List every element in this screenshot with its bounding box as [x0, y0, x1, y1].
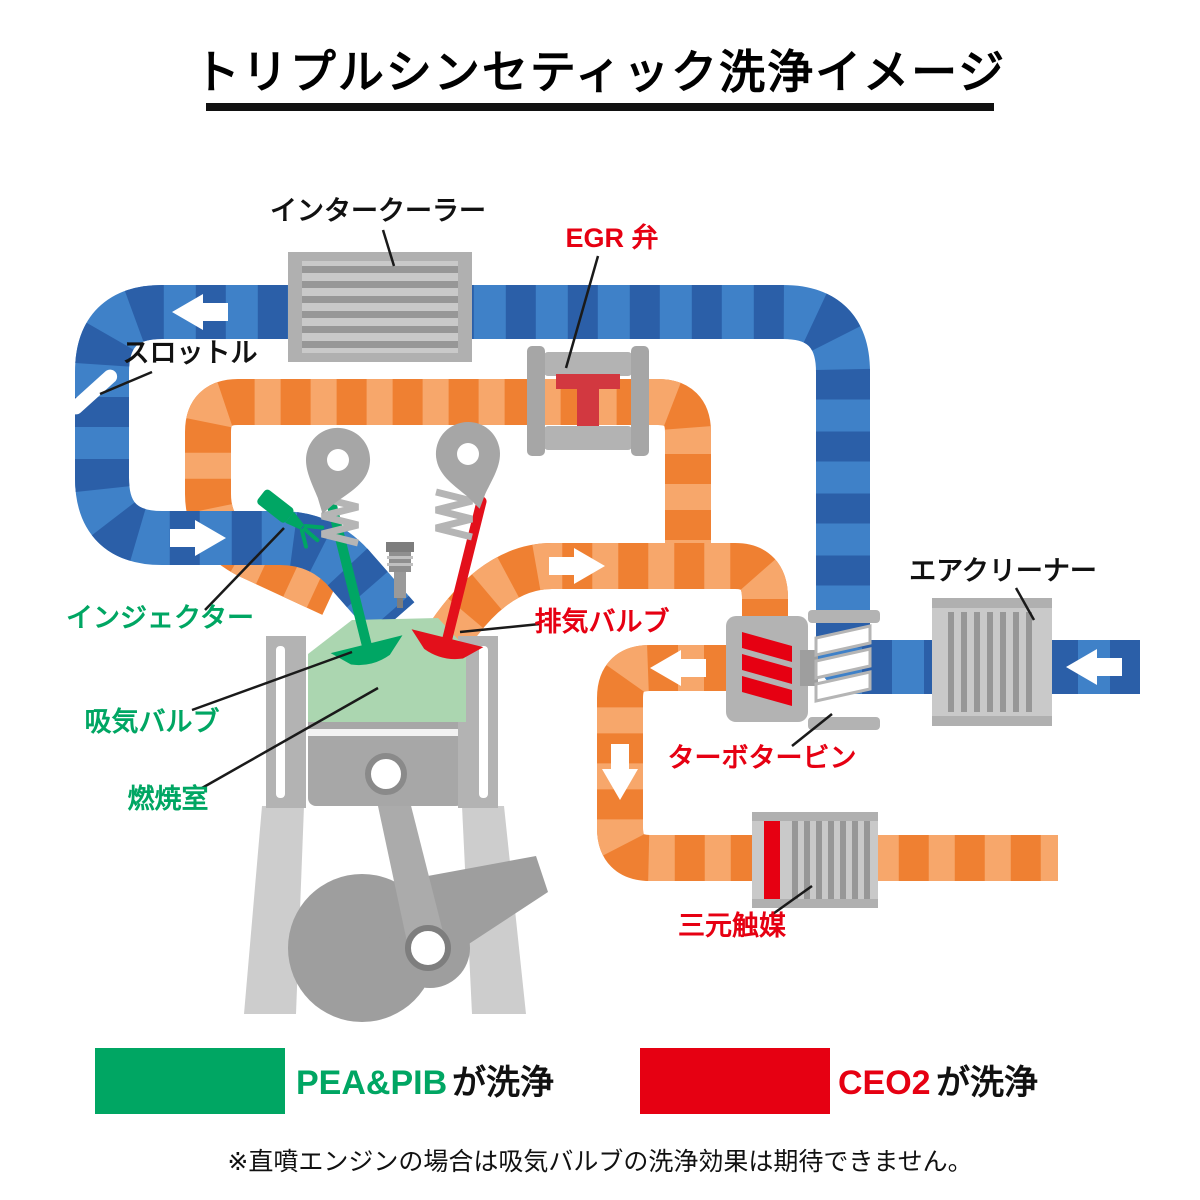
label-throttle: スロットル	[123, 338, 258, 368]
three-way-catalyst	[752, 812, 878, 908]
turbine-wheel	[742, 632, 792, 706]
valve-springs	[321, 488, 473, 547]
label-combustion-chamber: 燃焼室	[128, 783, 209, 814]
cam-lobes	[291, 416, 511, 523]
injector	[257, 489, 325, 549]
air-cleaner-fins	[948, 612, 1032, 712]
label-air-cleaner: エアクリーナー	[909, 556, 1097, 586]
legend-suffix-ceo2: が洗浄	[936, 1064, 1038, 1102]
crankcase-left	[244, 806, 304, 1014]
wrist-pin	[365, 753, 407, 795]
crank-journal	[405, 925, 451, 971]
intercooler-fins	[300, 266, 460, 348]
legend: PEA&PIB が洗浄 CEO2 が洗浄	[95, 1048, 1038, 1114]
spark-plug	[386, 542, 414, 608]
legend-suffix-pea: が洗浄	[452, 1064, 554, 1102]
label-exhaust-valve: 排気バルブ	[535, 606, 670, 637]
catalyst-fins	[792, 821, 870, 899]
legend-swatch-pea	[95, 1048, 285, 1114]
legend-chemical-pea: PEA&PIB	[296, 1064, 447, 1102]
intercooler	[288, 252, 472, 362]
compressor-wheel	[814, 624, 872, 703]
turbo-shaft	[800, 650, 818, 686]
label-turbo-turbine: ターボタービン	[668, 743, 857, 773]
label-intake-valve: 吸気バルブ	[85, 706, 220, 737]
legend-swatch-ceo2	[640, 1048, 830, 1114]
egr-valve	[527, 346, 649, 456]
turbocharger	[726, 610, 880, 730]
connecting-rod	[372, 778, 444, 956]
intake-pipe	[75, 285, 1140, 694]
page-title: トリプルシンセティック洗浄イメージ	[194, 46, 1006, 98]
label-intercooler: インタークーラー	[270, 196, 486, 226]
legend-chemical-ceo2: CEO2	[838, 1064, 931, 1102]
title-underline	[206, 103, 994, 111]
label-three-way-catalyst: 三元触媒	[678, 910, 787, 941]
exhaust-valve	[411, 496, 487, 660]
label-egr-valve: EGR 弁	[565, 223, 658, 253]
label-injector: インジェクター	[66, 603, 254, 633]
engine	[244, 416, 548, 1022]
catalyst-element	[764, 820, 780, 900]
throttle-plate	[68, 369, 118, 415]
air-cleaner	[932, 598, 1052, 726]
combustion-chamber	[308, 618, 466, 722]
footnote: ※直噴エンジンの場合は吸気バルブの洗浄効果は期待できません。	[227, 1148, 972, 1176]
leader-lines	[99, 229, 1036, 918]
